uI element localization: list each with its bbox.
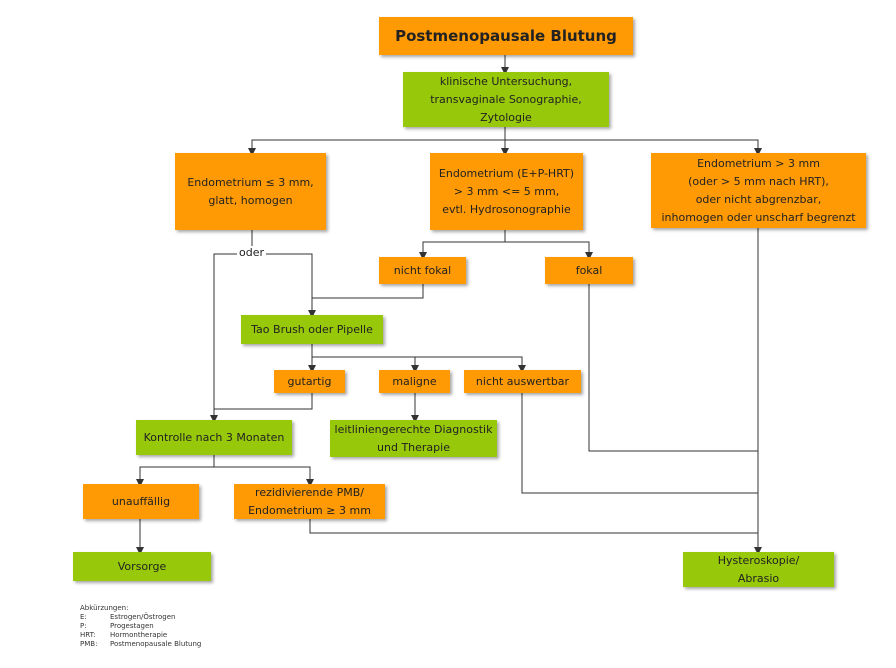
legend-value: Hormontherapie xyxy=(110,631,168,639)
endometrium-gt3-node: Endometrium > 3 mm (oder > 5 mm nach HRT… xyxy=(651,153,866,228)
nicht-auswertbar-node: nicht auswertbar xyxy=(464,370,581,393)
vorsorge-node: Vorsorge xyxy=(73,552,211,581)
legend-key: P: xyxy=(80,622,87,630)
rezidiv-node: rezidivierende PMB/ Endometrium ≥ 3 mm xyxy=(234,484,385,519)
fokal-node: fokal xyxy=(545,257,633,284)
unauffaellig-node: unauffällig xyxy=(83,484,199,519)
nicht-fokal-node: nicht fokal xyxy=(379,257,466,284)
hysteroskopie-node: Hysteroskopie/ Abrasio xyxy=(683,552,834,587)
legend-value: Estrogen/Östrogen xyxy=(110,613,176,621)
gutartig-node: gutartig xyxy=(274,370,345,393)
endometrium-le3-node: Endometrium ≤ 3 mm, glatt, homogen xyxy=(175,153,326,230)
legend-row: E: Estrogen/Östrogen xyxy=(80,613,201,622)
kontrolle-node: Kontrolle nach 3 Monaten xyxy=(136,420,292,455)
abbreviation-legend: Abkürzungen: E: Estrogen/Östrogen P: Pro… xyxy=(80,604,201,649)
legend-row: HRT: Hormontherapie xyxy=(80,631,201,640)
legend-key: E: xyxy=(80,613,87,621)
legend-row: P: Progestagen xyxy=(80,622,201,631)
exam-node: klinische Untersuchung, transvaginale So… xyxy=(403,72,609,127)
root-node: Postmenopausale Blutung xyxy=(379,17,633,55)
endometrium-hrt-node: Endometrium (E+P-HRT) > 3 mm <= 5 mm, ev… xyxy=(430,153,583,230)
edge-label-oder: oder xyxy=(237,246,267,259)
tao-brush-node: Tao Brush oder Pipelle xyxy=(241,315,383,344)
maligne-node: maligne xyxy=(379,370,450,393)
legend-value: Postmenopausale Blutung xyxy=(110,640,202,648)
legend-key: HRT: xyxy=(80,631,96,639)
leitlinie-node: leitliniengerechte Diagnostik und Therap… xyxy=(330,420,497,457)
legend-key: PMB: xyxy=(80,640,98,648)
legend-value: Progestagen xyxy=(110,622,154,630)
legend-row: PMB: Postmenopausale Blutung xyxy=(80,640,201,649)
legend-title: Abkürzungen: xyxy=(80,604,129,612)
